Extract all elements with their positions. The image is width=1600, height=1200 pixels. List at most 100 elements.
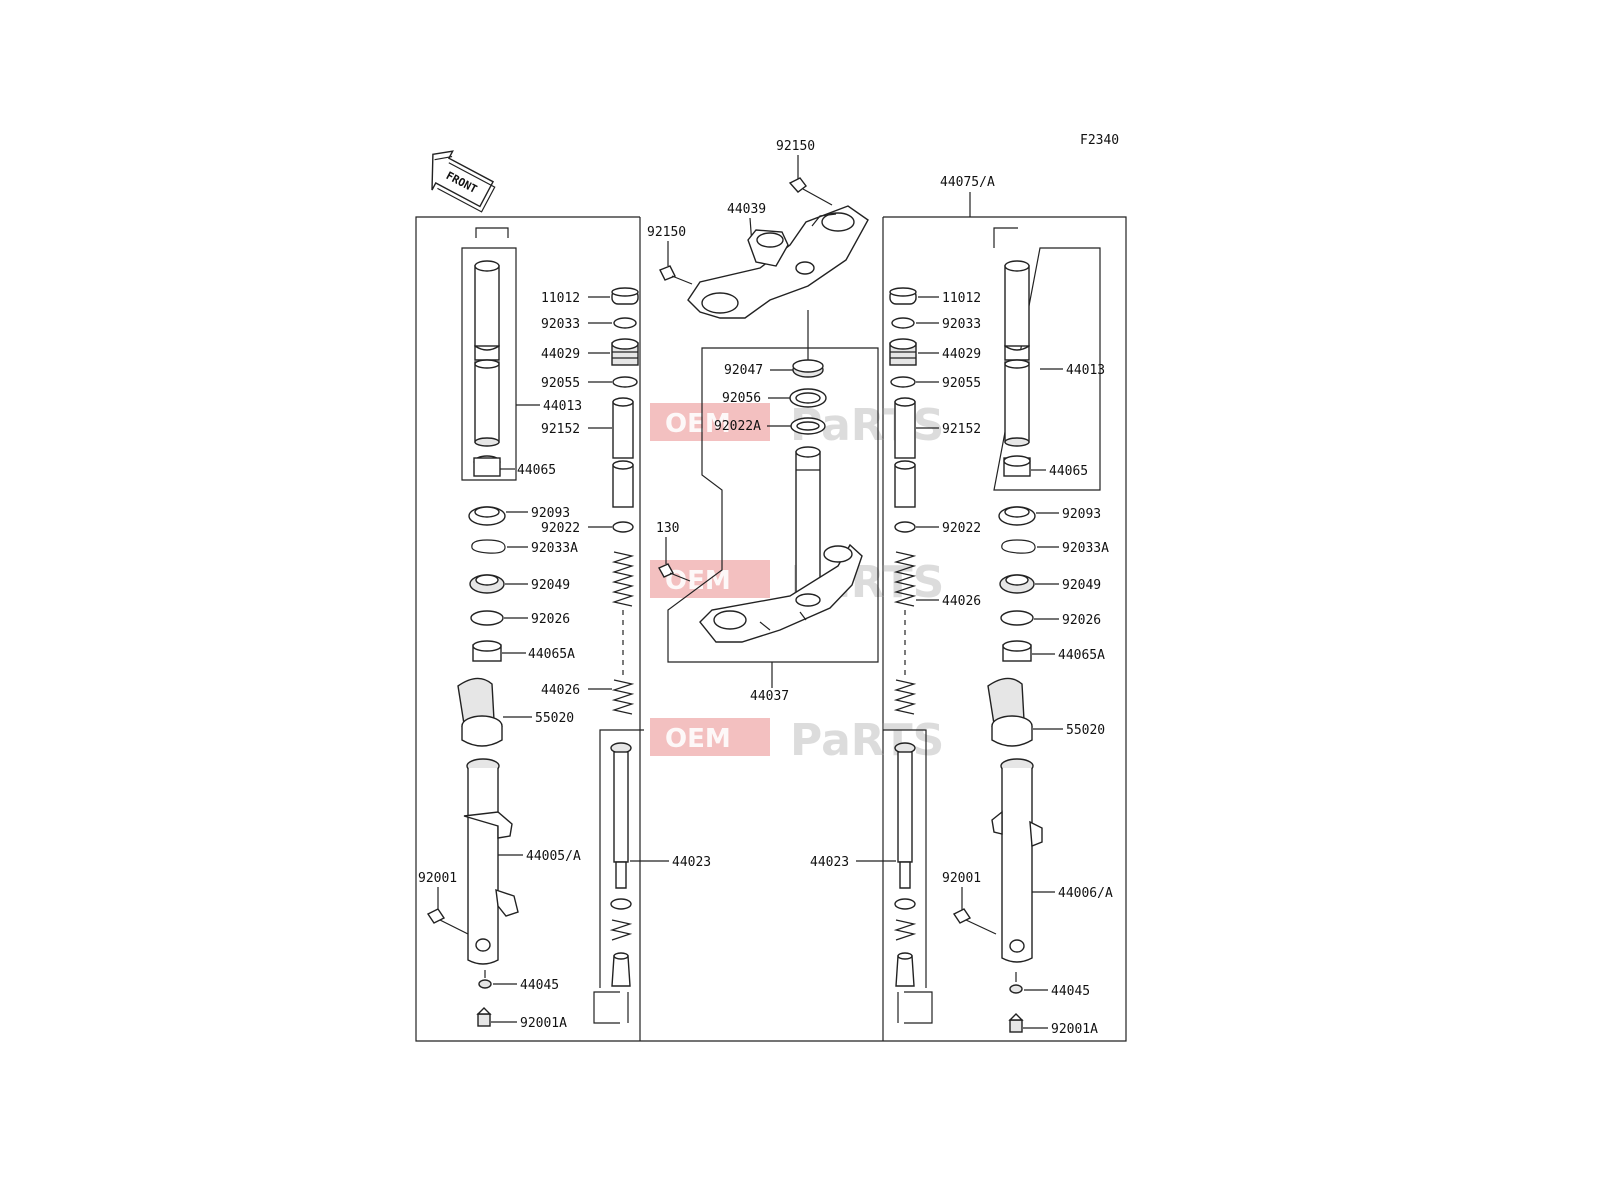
bolt-92001-right [952,908,997,935]
bushing-44065A-left [472,640,502,662]
watermark: OEM PaRTS OEM PaRTS OEM PaRTS [650,400,944,766]
damper-rod-44023-right [893,742,917,987]
label-44023-right: 44023 [810,855,849,870]
svg-text:OEM: OEM [665,724,731,754]
label-44029-right: 44029 [942,347,981,362]
label-44065-left: 44065 [517,463,556,478]
svg-text:PaRTS: PaRTS [790,715,944,766]
outer-tube-44006A-right [991,758,1043,963]
washer-92026-right [1000,610,1034,626]
label-92022-right: 92022 [942,521,981,536]
oring-92033-right [891,317,915,329]
label-92152-right: 92152 [942,422,981,437]
label-44026-right: 44026 [942,594,981,609]
label-44023-left: 44023 [672,855,711,870]
label-44005A-left: 44005/A [526,849,581,864]
right-fork-frame [640,216,1127,1042]
washer-44045-right [1009,972,1023,994]
fork-guard-55020-right [987,677,1033,747]
center-frame [639,217,884,1041]
label-92001-left: 92001 [418,871,457,886]
label-44039: 44039 [727,202,766,217]
washer-44045-left [478,970,492,989]
stem-subframe [667,347,879,663]
bushing-44065A-right [1002,640,1032,662]
label-92001A-left: 92001A [520,1016,567,1031]
label-92001-right: 92001 [942,871,981,886]
label-92026-right: 92026 [1062,613,1101,628]
fork-cap-11012-left [611,287,639,305]
label-92150-left: 92150 [647,225,686,240]
label-44045-left: 44045 [520,978,559,993]
label-92033A-left: 92033A [531,541,578,556]
bolt-130 [658,563,691,582]
fork-guard-55020-left [457,677,503,747]
label-44065-right: 44065 [1049,464,1088,479]
label-92033A-right: 92033A [1062,541,1109,556]
left-fork-frame [415,216,640,1042]
label-92026-left: 92026 [531,612,570,627]
spacer-92152-right [894,397,916,508]
label-92001A-right: 92001A [1051,1022,1098,1037]
circlip-92033A-right [1001,539,1036,554]
figure-code: F2340 [1080,133,1119,148]
oil-seal-92049-right [999,574,1035,594]
label-44006A-right: 44006/A [1058,886,1113,901]
oring-92055-left [612,376,638,388]
label-92022-left: 92022 [541,521,580,536]
label-44065A-left: 44065A [528,647,575,662]
bolt-92150-left [659,265,693,285]
label-44026-left: 44026 [541,683,580,698]
label-44075A: 44075/A [940,175,995,190]
front-direction-arrow: FRONT [431,150,496,213]
label-44013-right: 44013 [1066,363,1105,378]
label-11012-right: 11012 [942,291,981,306]
fork-cap-11012-right [889,287,917,305]
circlip-92033A-left [471,539,506,554]
lower-triple-clamp-44037 [699,446,863,643]
bearing-stack [789,359,827,435]
bolt-92001A-left [476,1007,492,1027]
label-44037: 44037 [750,689,789,704]
washer-92022-left [612,521,634,533]
label-11012-left: 11012 [541,291,580,306]
label-92049-right: 92049 [1062,578,1101,593]
bolt-92150-top [788,177,833,206]
label-92093-left: 92093 [531,506,570,521]
label-92056: 92056 [722,391,761,406]
washer-92026-left [470,610,504,626]
spring-44026-right [893,551,917,715]
label-92152-left: 92152 [541,422,580,437]
upper-triple-clamp-44039 [687,205,869,319]
oil-seal-92049-left [469,574,505,594]
svg-text:OEM: OEM [665,409,731,439]
spring-44026-left [611,551,635,715]
label-92022A: 92022A [714,419,761,434]
dust-seal-92093-left [468,506,506,526]
damper-rod-44023-left [609,742,633,987]
inner-tube-44013-right [1003,260,1031,477]
label-44065A-right: 44065A [1058,648,1105,663]
label-55020-right: 55020 [1066,723,1105,738]
label-92093-right: 92093 [1062,507,1101,522]
inner-tube-44013-left [473,260,501,477]
label-92033-right: 92033 [942,317,981,332]
spacer-92152-left [612,397,634,508]
label-55020-left: 55020 [535,711,574,726]
label-130: 130 [656,521,679,536]
oring-92055-right [890,376,916,388]
label-92049-left: 92049 [531,578,570,593]
washer-92022-right [894,521,916,533]
label-92055-left: 92055 [541,376,580,391]
label-44029-left: 44029 [541,347,580,362]
dust-seal-92093-right [998,506,1036,526]
label-44045-right: 44045 [1051,984,1090,999]
outer-tube-44005A-left [463,758,519,965]
bolt-92001-left [426,908,469,935]
label-92150-top: 92150 [776,139,815,154]
label-92047: 92047 [724,363,763,378]
label-44013-left: 44013 [543,399,582,414]
label-92055-right: 92055 [942,376,981,391]
adjuster-44029-right [889,338,917,366]
